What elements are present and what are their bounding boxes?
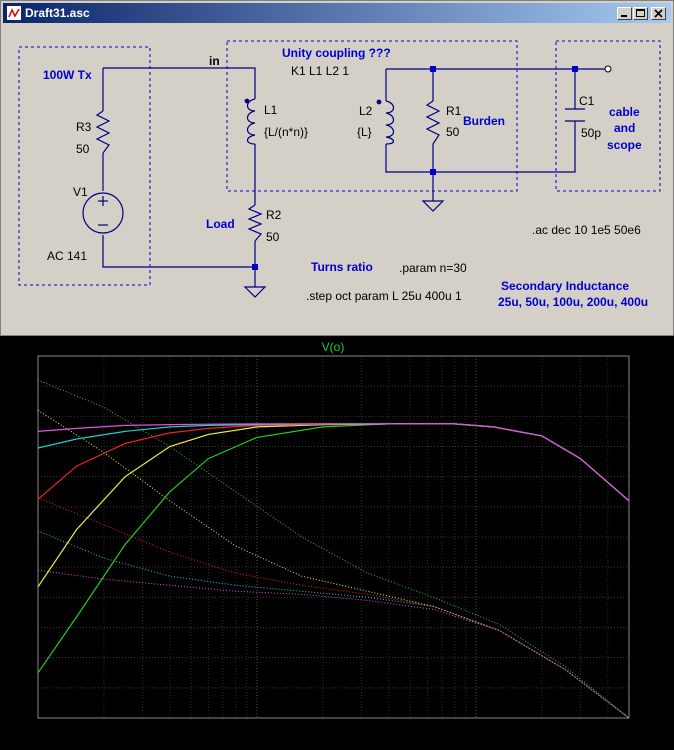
label-r2: R2 xyxy=(266,208,282,222)
label-tx: 100W Tx xyxy=(43,68,92,82)
trace-title[interactable]: V(o) xyxy=(322,340,345,354)
y-left-tick-label: 1.6V xyxy=(2,530,27,544)
y-right-tick-label: 10° xyxy=(644,560,662,574)
label-v1: V1 xyxy=(73,185,88,199)
label-inductance-values: 25u, 50u, 100u, 200u, 400u xyxy=(498,295,648,309)
title-bar[interactable]: Draft31.asc xyxy=(3,3,671,23)
magnitude-traces xyxy=(37,423,630,674)
y-left-tick-label: 1.4V xyxy=(2,560,27,574)
junctions xyxy=(252,66,578,270)
label-r1-value: 50 xyxy=(446,125,460,139)
y-left-tick-label: 0.6V xyxy=(2,681,27,695)
y-right-tick-label: 80° xyxy=(644,349,662,363)
y-right-tick-label: -40° xyxy=(644,711,666,725)
ground-icon-burden xyxy=(421,200,445,212)
plot-background xyxy=(0,336,674,750)
label-turns-ratio: Turns ratio xyxy=(311,260,373,274)
label-r3: R3 xyxy=(76,120,92,134)
l2-symbol[interactable] xyxy=(376,99,395,145)
y-left-tick-label: 2.2V xyxy=(2,440,27,454)
label-secondary-inductance: Secondary Inductance xyxy=(501,279,629,293)
label-in: in xyxy=(209,54,220,68)
y-left-tick-label: 0.8V xyxy=(2,651,27,665)
tx-box xyxy=(18,46,151,286)
label-load: Load xyxy=(206,217,235,231)
v1-source[interactable] xyxy=(82,192,124,234)
schematic-window: Draft31.asc xyxy=(0,0,674,336)
y-left-tick-label: 0.4V xyxy=(2,711,27,725)
transformer-box xyxy=(226,40,518,192)
label-l1-value: {L/(n*n)} xyxy=(264,125,308,139)
r1-symbol[interactable] xyxy=(425,100,441,145)
minimize-button[interactable] xyxy=(617,7,632,20)
magnitude-trace[interactable] xyxy=(37,423,630,502)
y-right-tick-label: 70° xyxy=(644,379,662,393)
window-title: Draft31.asc xyxy=(25,6,90,20)
label-l2-value: {L} xyxy=(357,125,372,139)
label-r2-value: 50 xyxy=(266,230,280,244)
c1-symbol[interactable] xyxy=(565,108,585,122)
output-node-o[interactable] xyxy=(604,65,612,73)
y-left-tick-label: 2.8V xyxy=(2,349,27,363)
label-burden: Burden xyxy=(463,114,505,128)
y-axis-right: 80° 70° 60° 50° 40° 30° 20° 10° 0° -10° -20° -30° -4… xyxy=(644,349,666,725)
wires xyxy=(102,67,607,287)
y-left-tick-label: 1.8V xyxy=(2,500,27,514)
ground-icon-load xyxy=(243,286,267,298)
y-left-tick-label: 2.4V xyxy=(2,409,27,423)
maximize-button[interactable] xyxy=(633,7,648,20)
cable-box xyxy=(555,40,661,192)
phase-trace[interactable] xyxy=(37,497,630,719)
phase-trace[interactable] xyxy=(37,530,630,719)
label-cable: cable xyxy=(609,105,640,119)
label-scope: scope xyxy=(607,138,642,152)
label-r1: R1 xyxy=(446,104,462,118)
label-k1[interactable]: K1 L1 L2 1 xyxy=(291,64,349,78)
y-right-tick-label: 20° xyxy=(644,530,662,544)
label-ac: AC 141 xyxy=(47,249,87,263)
label-unity: Unity coupling ??? xyxy=(282,46,391,60)
y-right-tick-label: 50° xyxy=(644,440,662,454)
y-left-tick-label: 2.6V xyxy=(2,379,27,393)
y-left-tick-label: 1.2V xyxy=(2,590,27,604)
label-r3-value: 50 xyxy=(76,142,90,156)
phase-traces xyxy=(37,379,630,719)
label-l1: L1 xyxy=(264,103,278,117)
phase-trace[interactable] xyxy=(37,379,630,719)
x-axis: 100KHz 1MHz 10MHz xyxy=(2,726,495,740)
plot-frame xyxy=(37,355,630,719)
y-right-tick-label: 0° xyxy=(644,590,656,604)
schematic-canvas[interactable]: 100W Tx in Unity coupling ??? K1 L1 L2 1… xyxy=(1,1,674,337)
x-tick-label: 100KHz xyxy=(2,726,45,740)
waveform-window: V(o) 2.8V 2.6V 2.4V 2.2V 2.0V 1.8V 1.6V 1.4V 1.2… xyxy=(0,336,674,750)
x-tick-label: 1MHz xyxy=(241,726,272,740)
y-right-tick-label: 60° xyxy=(644,409,662,423)
y-right-tick-label: -10° xyxy=(644,621,666,635)
y-right-tick-label: 30° xyxy=(644,500,662,514)
ltspice-icon xyxy=(7,6,21,20)
y-right-tick-label: 40° xyxy=(644,470,662,484)
directive-step[interactable]: .step oct param L 25u 400u 1 xyxy=(306,289,462,303)
r3-symbol[interactable] xyxy=(95,110,111,154)
directive-ac[interactable]: .ac dec 10 1e5 50e6 xyxy=(532,223,641,237)
maximize-icon xyxy=(636,9,645,17)
close-button[interactable] xyxy=(651,7,666,20)
label-l2: L2 xyxy=(359,104,373,118)
waveform-plot[interactable]: V(o) 2.8V 2.6V 2.4V 2.2V 2.0V 1.8V 1.6V 1.4V 1.2… xyxy=(0,336,674,750)
y-right-tick-label: -30° xyxy=(644,681,666,695)
label-c1-value: 50p xyxy=(581,126,601,140)
y-right-tick-label: -20° xyxy=(644,651,666,665)
label-and: and xyxy=(614,121,635,135)
y-axis-left: 2.8V 2.6V 2.4V 2.2V 2.0V 1.8V 1.6V 1.4V 1.2V 1.0V… xyxy=(2,349,27,725)
phase-trace[interactable] xyxy=(37,569,630,719)
x-tick-label: 10MHz xyxy=(457,726,495,740)
y-left-tick-label: 2.0V xyxy=(2,470,27,484)
directive-param[interactable]: .param n=30 xyxy=(399,261,467,275)
label-c1: C1 xyxy=(579,94,595,108)
y-left-tick-label: 1.0V xyxy=(2,621,27,635)
l1-symbol[interactable] xyxy=(244,98,256,145)
minimize-icon xyxy=(621,15,627,17)
close-icon xyxy=(654,9,663,18)
r2-symbol[interactable] xyxy=(247,204,263,242)
